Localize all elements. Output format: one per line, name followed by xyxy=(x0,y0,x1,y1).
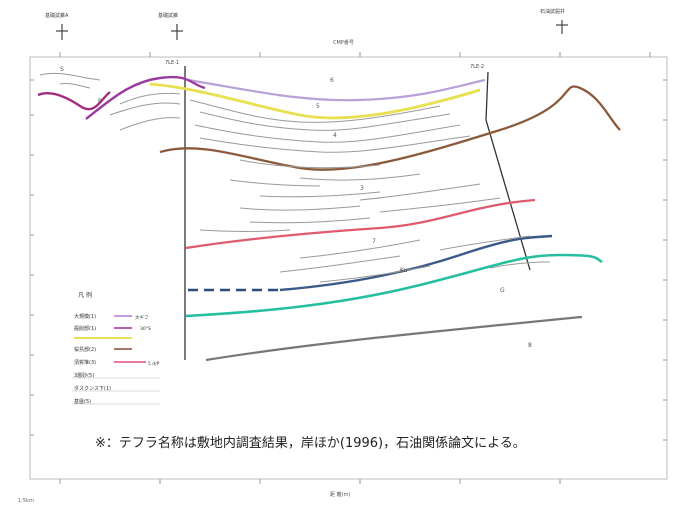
legend-item: 3層砂(5) xyxy=(74,372,94,379)
svg-text:4: 4 xyxy=(333,132,337,139)
well-marker: 基礎試錐A xyxy=(45,12,69,40)
footnote: ※：テフラ名称は敷地内調査結果，岸ほか(1996)，石油関係論文による。 xyxy=(95,436,526,451)
legend-item: 桜島部(2) xyxy=(74,346,96,353)
bottom-axis-label: 距 離(m) xyxy=(330,491,350,498)
svg-text:石油試掘井: 石油試掘井 xyxy=(540,8,565,15)
legend-side-note: 30°S xyxy=(140,326,151,332)
legend-item: ダスクンス下(1) xyxy=(74,385,111,392)
svg-text:G: G xyxy=(500,287,505,294)
legend-title: 凡 例 xyxy=(78,291,92,299)
legend-item: 掘削部(1) xyxy=(74,325,96,332)
scale-note: 1:5km xyxy=(18,498,34,504)
svg-text:基礎試錐: 基礎試錐 xyxy=(158,12,178,19)
svg-text:3: 3 xyxy=(360,185,364,192)
svg-text:6: 6 xyxy=(330,77,334,84)
legend-side-note: 大ギフ xyxy=(135,314,149,321)
legend-side-note: 5 d/P xyxy=(148,361,160,367)
svg-text:5: 5 xyxy=(316,103,320,110)
borehole-line-right xyxy=(485,71,489,121)
svg-text:Ku: Ku xyxy=(400,267,408,274)
svg-text:B: B xyxy=(98,98,102,105)
svg-text:7: 7 xyxy=(372,238,376,245)
depth-ticks-left xyxy=(30,79,34,436)
horizon-lavender xyxy=(187,78,486,102)
horizon-purple xyxy=(85,75,206,120)
correlation-lines xyxy=(39,72,551,283)
svg-text:S: S xyxy=(60,66,64,73)
horizon-labels: 6 5 4 3 7 Ku G 8 B S xyxy=(60,66,532,349)
depth-ticks-right xyxy=(663,79,667,441)
well-marker: 石油試掘井 xyxy=(540,8,568,34)
horizon-yellow xyxy=(149,82,481,120)
top-ticks xyxy=(59,52,651,57)
horizon-gray xyxy=(205,315,583,362)
horizon-magenta-left xyxy=(37,91,111,111)
legend-item: 基盤(5) xyxy=(74,398,91,405)
svg-text:基礎試錐A: 基礎試錐A xyxy=(45,12,69,19)
borehole-line-right-lower xyxy=(485,119,531,271)
horizon-blue xyxy=(279,234,553,292)
svg-text:8: 8 xyxy=(528,342,532,349)
section-frame xyxy=(29,56,668,480)
bottom-ticks xyxy=(59,479,561,484)
line-label-left: 7LE-1 xyxy=(165,60,179,66)
top-axis-label: CMP番号 xyxy=(333,39,354,46)
line-label-right: 7LE-2 xyxy=(470,64,484,70)
horizon-teal xyxy=(185,253,603,318)
horizon-pink xyxy=(185,198,536,250)
well-marker: 基礎試錐 xyxy=(158,12,183,40)
legend-item: 須賀堆(3) xyxy=(74,359,96,366)
horizon-brown xyxy=(159,85,621,171)
legend-item: 大規模(1) xyxy=(74,313,96,320)
legend: 凡 例 大規模(1) 掘削部(1) 桜島部(2) 須賀堆(3) 3層砂(5) ダ… xyxy=(72,291,160,405)
